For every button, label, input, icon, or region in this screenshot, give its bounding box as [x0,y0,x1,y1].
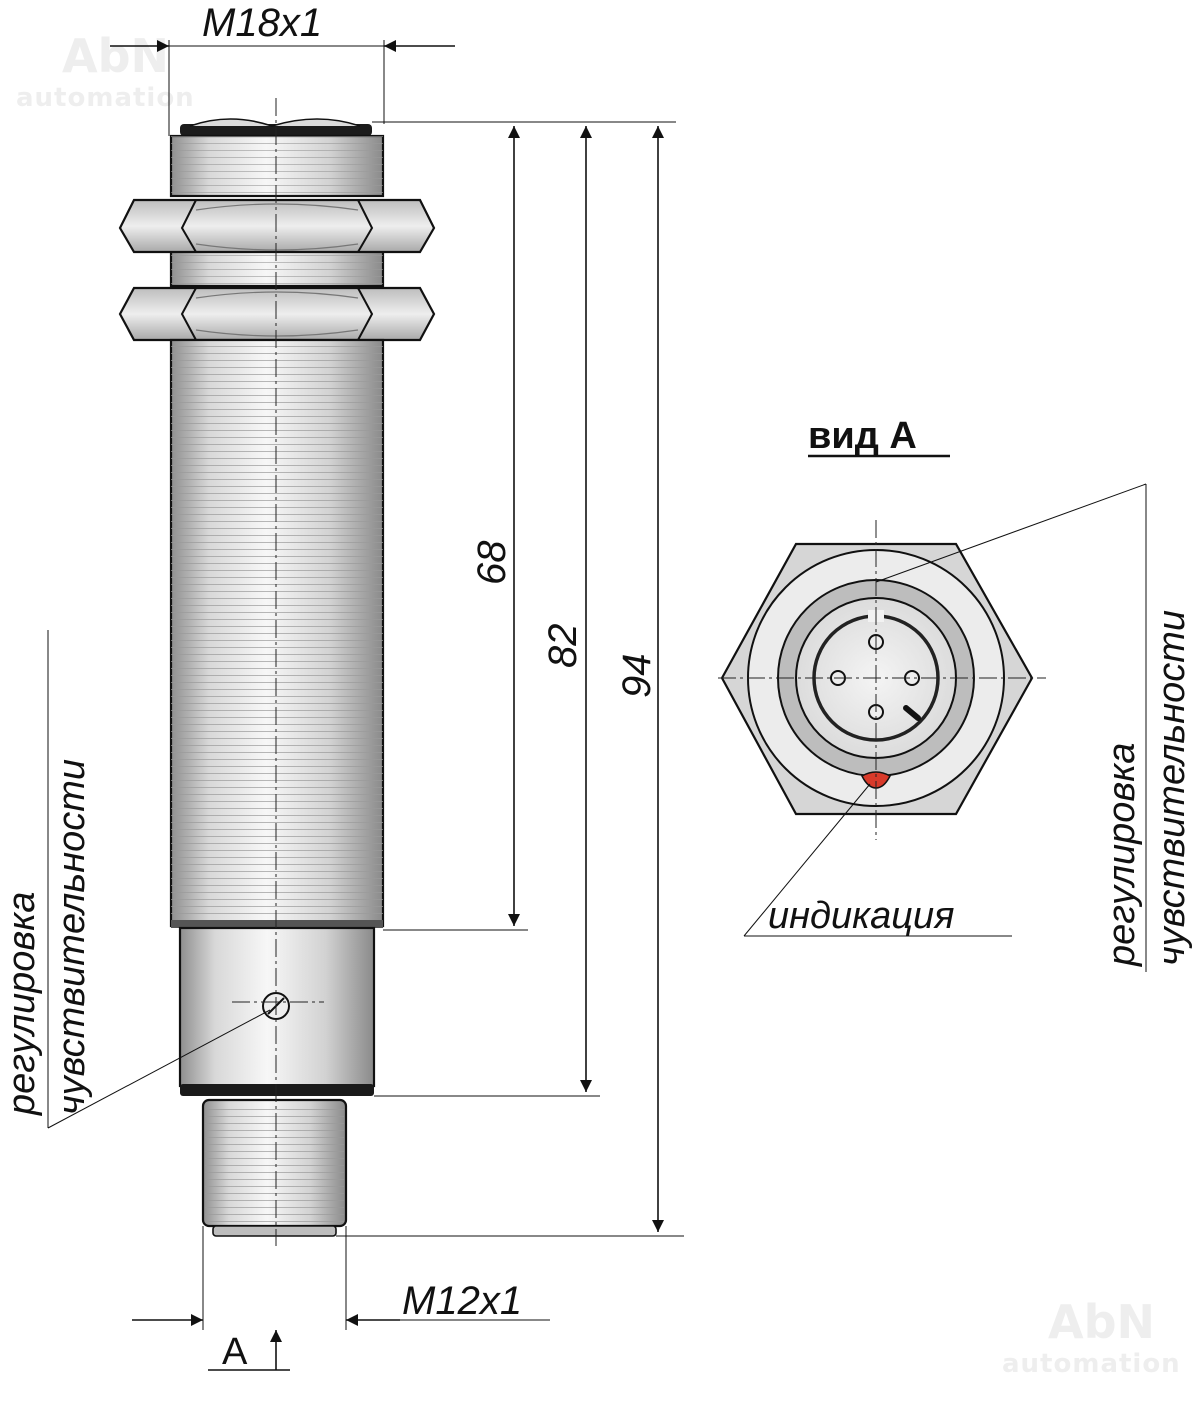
view-a-title: вид А [808,415,917,457]
view-a-letter: А [222,1331,248,1373]
rear-ring [180,1084,374,1096]
dim-m12: M12x1 [132,1226,550,1330]
left-sensitivity-line1: регулировка [1,892,43,1116]
dim-68-label: 68 [470,540,514,585]
dim-68: 68 [470,126,520,926]
nut-top [118,198,436,254]
dim-82: 82 [541,126,592,1092]
right-sensitivity-line1: регулировка [1101,743,1143,967]
leader-indication [743,783,871,937]
dim-94-label: 94 [615,654,659,699]
sensor-side-view [118,98,436,1246]
indication-label: индикация [768,895,954,937]
dim-94: 94 [615,126,664,1232]
view-a-marker: А [208,1330,290,1373]
watermark-sub-2: automation [1002,1349,1181,1379]
dim-m18: M18x1 [110,1,455,136]
watermark-sub: automation [16,83,195,113]
view-a: вид А индикация регулировка чувствительн… [718,415,1193,972]
front-lens [189,118,361,127]
dim-82-label: 82 [541,624,585,669]
nut-bottom [118,286,436,342]
leader-sensitivity [875,483,1147,583]
dim-m18-label: M18x1 [202,1,322,45]
dim-m12-label: M12x1 [402,1279,522,1323]
left-sensitivity-label: регулировка чувствительности [1,630,271,1129]
body-shoulder [171,920,383,928]
left-sensitivity-line2: чувствительности [51,759,93,1115]
watermark-top-left: AbN automation [16,29,195,113]
coding-key [903,705,921,721]
led-indicator [861,771,891,789]
watermark-brand: AbN [62,29,169,83]
watermark-bottom-right: AbN automation [1002,1295,1181,1379]
right-sensitivity-line2: чувствительности [1151,610,1193,966]
watermark-brand-2: AbN [1048,1295,1155,1349]
